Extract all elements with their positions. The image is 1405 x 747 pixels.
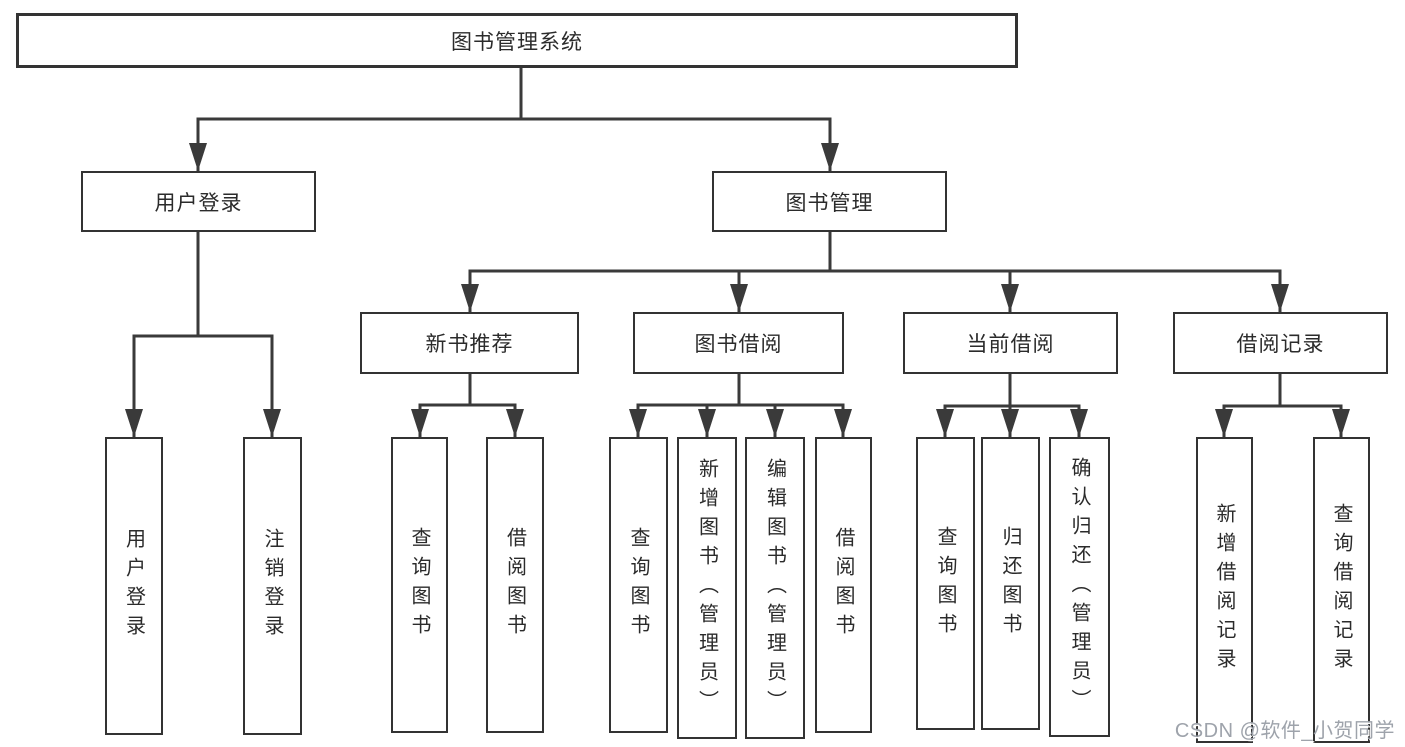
book-mgmt-connector [468,269,1282,312]
leaf-label: 用户登录 [122,528,145,644]
node-borrow-records: 借阅记录 [1173,312,1388,374]
node-new-book-recommend: 新书推荐 [360,312,579,374]
node-book-borrow: 图书借阅 [633,312,844,374]
user-login-connector [132,334,274,437]
leaf-add-borrow-record: 新增借阅记录 [1196,437,1253,743]
leaf-query-books: 查询图书 [391,437,448,733]
watermark: CSDN @软件_小贺同学 [1174,720,1395,742]
leaf-label: 查询图书 [934,525,956,642]
leaf-edit-books-admin: 编辑图书（管理员） [745,437,805,739]
leaf-add-books-admin: 新增图书（管理员） [677,437,737,739]
node-root: 图书管理系统 [16,13,1018,68]
leaf-confirm-return-admin: 确认归还（管理员） [1049,437,1110,737]
leaf-query-books: 查询图书 [609,437,668,733]
leaf-label: 注销登录 [261,528,283,644]
leaf-label: 归还图书 [999,525,1021,642]
leaf-label: 新增借阅记录 [1213,503,1235,677]
leaf-user-login: 用户登录 [105,437,163,735]
leaf-label: 查询图书 [627,527,649,643]
leaf-borrow-books: 借阅图书 [815,437,872,733]
node-current-borrow: 当前借阅 [903,312,1118,374]
leaf-label: 借阅图书 [503,527,526,643]
leaf-borrow-books: 借阅图书 [486,437,544,733]
leaf-label: 借阅图书 [832,527,854,643]
root-connector [196,117,832,171]
leaf-label: 查询借阅记录 [1330,503,1352,677]
node-user-login: 用户登录 [81,171,316,232]
leaf-query-borrow-record: 查询借阅记录 [1313,437,1370,743]
leaf-return-books: 归还图书 [981,437,1040,730]
node-book-mgmt: 图书管理 [712,171,947,232]
leaf-query-books: 查询图书 [916,437,975,730]
leaf-label: 查询图书 [408,527,430,643]
leaf-label: 编辑图书（管理员） [763,457,786,719]
leaf-label: 确认归还（管理员） [1068,456,1090,718]
leaf-label: 新增图书（管理员） [695,457,718,719]
leaf-logout: 注销登录 [243,437,302,735]
